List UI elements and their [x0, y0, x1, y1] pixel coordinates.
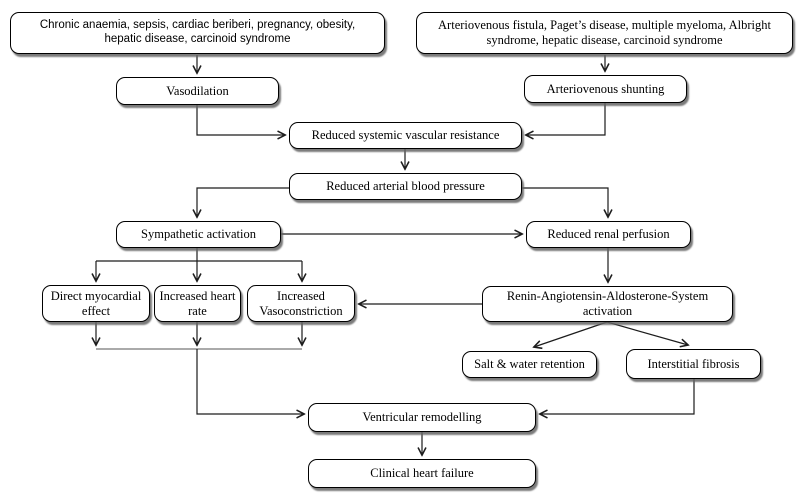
node-label: Direct myocardial effect: [50, 288, 142, 318]
line-sympathetic-split: [96, 248, 302, 262]
node-label: Interstitial fibrosis: [647, 356, 740, 371]
node-vasodilation: Vasodilation: [116, 77, 279, 105]
node-label: Clinical heart failure: [370, 466, 474, 481]
node-increased-heart-rate: Increased heart rate: [154, 285, 241, 322]
node-label: Sympathetic activation: [141, 227, 256, 242]
node-sympathetic-activation: Sympathetic activation: [116, 221, 281, 248]
node-chronic-causes: Chronic anaemia, sepsis, cardiac beriber…: [10, 12, 385, 54]
node-salt-water-retention: Salt & water retention: [462, 351, 597, 378]
node-label: Arteriovenous fistula, Paget’s disease, …: [438, 18, 771, 47]
node-reduced-systemic-vascular-resistance: Reduced systemic vascular resistance: [289, 122, 522, 149]
node-label: Arteriovenous shunting: [546, 81, 665, 96]
node-label: Reduced renal perfusion: [547, 227, 670, 242]
node-arteriovenous-shunting: Arteriovenous shunting: [524, 75, 687, 103]
node-label: Chronic anaemia, sepsis, cardiac beriber…: [39, 19, 356, 45]
node-label: Salt & water retention: [474, 357, 585, 372]
node-label: Reduced systemic vascular resistance: [311, 128, 500, 143]
arrow-rabp-to-sympathetic: [197, 187, 289, 217]
node-label: Increased heart rate: [159, 288, 236, 318]
arrow-avshunting-to-rsvr: [526, 103, 606, 135]
node-reduced-renal-perfusion: Reduced renal perfusion: [526, 221, 691, 248]
node-label: Reduced arterial blood pressure: [326, 179, 485, 194]
node-raas-activation: Renin-Angiotensin-Aldosterone-System act…: [482, 286, 733, 322]
node-direct-myocardial-effect: Direct myocardial effect: [42, 285, 150, 322]
arrow-raas-to-salt: [534, 321, 608, 347]
node-interstitial-fibrosis: Interstitial fibrosis: [626, 349, 761, 379]
arrow-fibrosis-to-ventricular: [540, 379, 695, 414]
node-label: Vasodilation: [166, 83, 229, 98]
node-label: Renin-Angiotensin-Aldosterone-System act…: [506, 289, 709, 318]
node-reduced-arterial-blood-pressure: Reduced arterial blood pressure: [289, 173, 522, 200]
node-label: Ventricular remodelling: [362, 410, 482, 425]
node-increased-vasoconstriction: Increased Vasoconstriction: [247, 285, 355, 322]
arrow-vasodilation-to-rsvr: [196, 105, 285, 135]
arrow-raas-to-fibrosis: [606, 321, 688, 345]
node-label: Increased Vasoconstriction: [259, 288, 343, 318]
node-clinical-heart-failure: Clinical heart failure: [308, 459, 536, 488]
arrow-rabp-to-renal: [522, 187, 608, 217]
arrow-collector-to-ventricular: [196, 349, 304, 414]
node-ventricular-remodelling: Ventricular remodelling: [308, 403, 536, 432]
node-av-fistula-causes: Arteriovenous fistula, Paget’s disease, …: [416, 12, 793, 54]
